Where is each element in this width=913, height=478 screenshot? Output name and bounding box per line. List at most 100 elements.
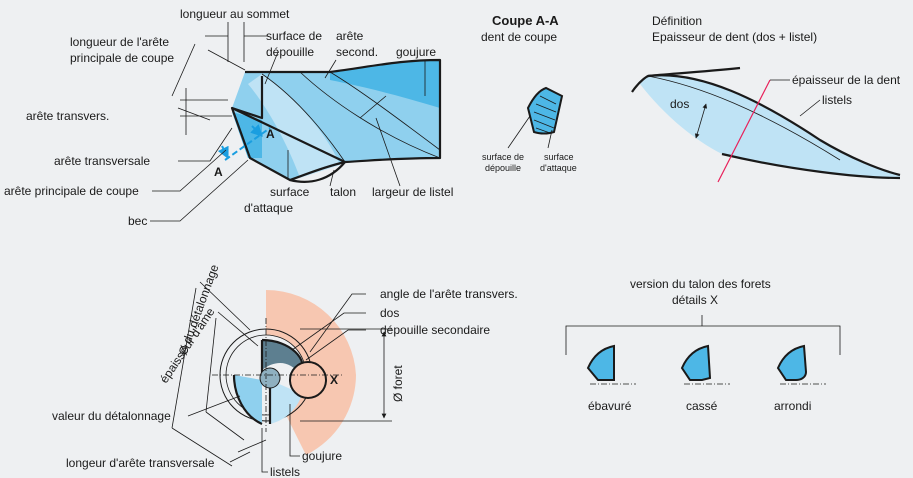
end-longeur-arete: longeur d'arête transversale [66,456,215,470]
leader-arete-second [324,59,337,79]
end-outline [232,338,304,426]
section-arrow-a-upper [250,124,263,137]
leader-largeur-listel [375,117,401,187]
drill-talon-curve [289,161,346,183]
talon-shape-casse [680,344,712,381]
leader-surface-depouille [264,51,279,85]
talon-variant-ebavure: ébavuré [588,399,632,413]
leader-coupe-depouille [507,115,531,149]
center-core [259,367,281,389]
label-longueur-arete-1: longueur de l'arête [70,35,169,49]
label-bec: bec [128,214,147,228]
end-epaisseur-ame: épaisseur d'âme [157,305,218,386]
dim-longueur-sommet [205,22,268,62]
label-surface-depouille-1: surface de [266,29,322,43]
drill-tip-dark [232,112,262,158]
drill-outline [230,58,442,182]
definition-outline-bottom [721,152,901,180]
talon-title-2: détails X [672,293,718,307]
dim-arete-transvers [180,88,232,135]
definition-title: Définition [652,14,702,28]
label-arete-transvers: arête transvers. [26,109,109,123]
dim-foret [300,328,392,422]
talon-title-1: version du talon des forets [630,277,771,291]
leader-dos [291,312,366,351]
label-arete-second-2: second. [336,45,378,59]
definition-listels: listels [822,93,852,107]
definition-outline-cap [647,66,741,78]
definition-subtitle: Epaisseur de dent (dos + listel) [652,30,817,44]
dim-longeur-arete [229,439,267,463]
drill-chisel-edge [231,76,264,120]
leader-coupe-attaque [547,129,553,149]
drill-flute-upper [330,60,440,108]
drill-helix-1 [261,73,346,163]
coupe-depouille-1: surface de [482,152,524,162]
section-mark-upper: A [266,127,275,141]
definition-figure [631,66,901,183]
leader-arete-principale [152,149,227,192]
definition-dos: dos [670,97,689,111]
talon-variant-casse: cassé [686,399,718,413]
label-longueur-arete-2: principale de coupe [70,51,174,65]
dim-detalonnage [171,281,251,467]
talon-shape-arrondi [776,344,808,381]
definition-helix [647,75,841,161]
end-depouille-sec: dépouille secondaire [380,323,490,337]
flute-circle [289,361,327,399]
label-surface-attaque-2: d'attaque [244,201,293,215]
leader-valeur [187,395,241,417]
end-listels: listels [270,465,300,478]
leader-listels-end [261,428,268,473]
definition-tooth-fill [640,75,900,178]
end-dos: dos [380,306,399,320]
coupe-subtitle: dent de coupe [481,30,557,44]
drill-side-view: A A [150,22,442,222]
label-arete-principale: arête principale de coupe [4,184,139,198]
definition-epaisseur: épaisseur de la dent [792,73,901,87]
leader-arete-transversale [178,127,233,162]
label-longueur-sommet: longueur au sommet [180,7,290,21]
leader-depouille-sec [305,329,366,361]
label-arete-transversale: arête transversale [54,154,150,168]
label-largeur-listel: largeur de listel [372,185,453,199]
coupe-aa-figure [507,86,564,149]
end-view-figure [171,281,392,473]
end-goujure: goujure [302,449,342,463]
leader-angle [309,293,366,353]
definition-outline-top [631,74,901,177]
label-surface-depouille-2: dépouille [266,45,314,59]
end-valeur: valeur du détalonnage [52,409,171,423]
leader-bec [150,159,249,222]
label-talon: talon [330,185,356,199]
coupe-depouille-2: dépouille [485,163,521,173]
leader-listels-def [799,99,821,117]
label-goujure-side: goujure [396,45,436,59]
end-foret-diam: Ø foret [391,365,405,402]
drill-land-light [248,74,340,178]
talon-bracket [565,315,841,355]
dim-largeur-listel [359,95,387,119]
end-angle-arete: angle de l'arête transvers. [380,287,518,301]
drill-helix-2 [329,71,441,151]
end-x-mark: X [330,373,338,387]
coupe-attaque-1: surface [544,152,574,162]
leader-goujure-end [289,404,300,457]
leader-talon [329,169,335,187]
dim-arete-principale [171,43,246,121]
definition-dos-arrow [694,103,708,139]
section-mark-lower: A [214,165,223,179]
talon-shape-ebavure [586,344,615,381]
dim-ame [205,311,259,441]
drill-helix-3 [299,71,441,159]
tooth-hatch [533,95,557,134]
label-arete-second-1: arête [336,29,364,43]
coupe-title: Coupe A-A [492,13,559,28]
tooth-section [526,86,564,135]
coupe-attaque-2: d'attaque [540,163,577,173]
talon-versions-figure [565,315,841,385]
end-blue-lobe [234,375,262,424]
definition-epaisseur-line [717,79,771,183]
talon-variant-arrondi: arrondi [774,399,811,413]
